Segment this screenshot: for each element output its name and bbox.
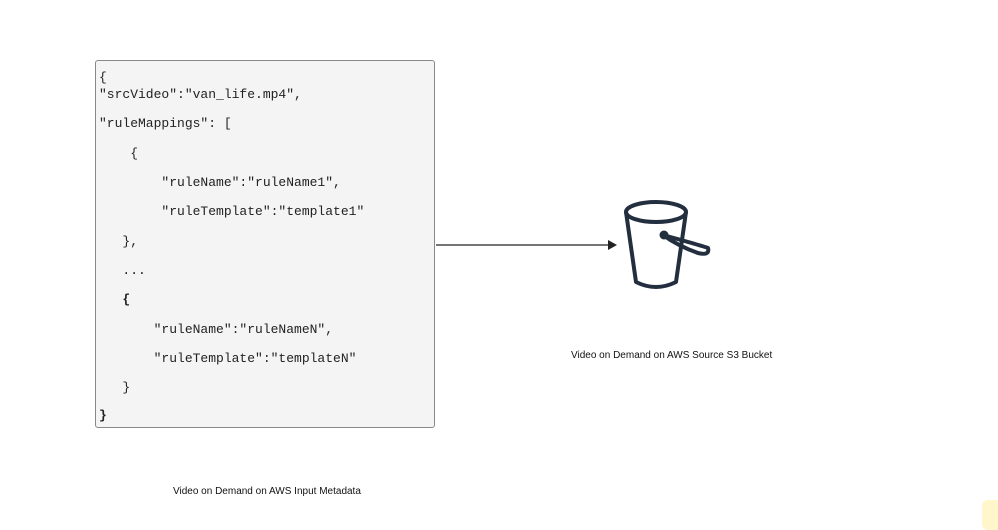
arrow-right-icon	[436, 240, 617, 250]
s3-bucket-icon	[624, 200, 711, 289]
bucket-caption: Video on Demand on AWS Source S3 Bucket	[571, 350, 773, 361]
code-line: }	[99, 380, 131, 395]
code-line: "ruleName":"ruleNameN",	[99, 322, 334, 337]
metadata-code-box: { "srcVideo":"van_life.mp4", "ruleMappin…	[95, 60, 435, 428]
code-line: "ruleMappings": [	[99, 116, 232, 131]
metadata-caption: Video on Demand on AWS Input Metadata	[173, 486, 361, 497]
code-line: }	[99, 408, 107, 423]
code-line: {	[99, 70, 107, 85]
code-line: "ruleTemplate":"template1"	[99, 204, 365, 219]
code-line: "ruleName":"ruleName1",	[99, 175, 341, 190]
corner-mark	[982, 500, 998, 530]
code-line: },	[99, 234, 139, 249]
code-line: {	[99, 146, 139, 161]
code-line: ...	[99, 263, 146, 278]
code-line: "ruleTemplate":"templateN"	[99, 351, 357, 366]
code-line: {	[99, 292, 131, 307]
code-line: "srcVideo":"van_life.mp4",	[99, 87, 302, 102]
